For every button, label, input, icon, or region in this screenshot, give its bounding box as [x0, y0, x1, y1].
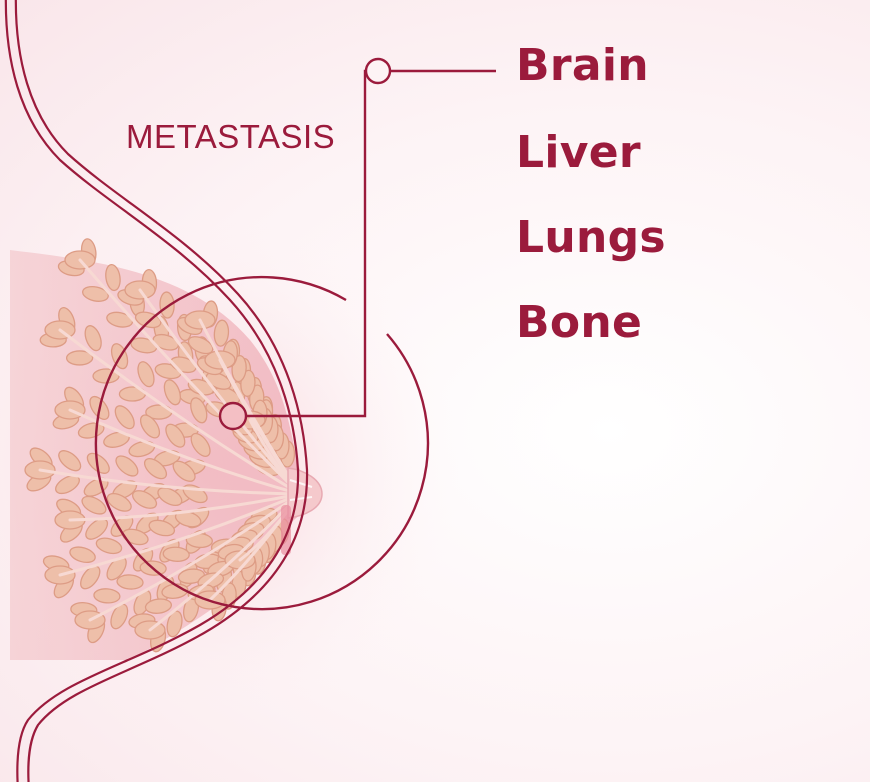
gland-lobule [190, 432, 211, 457]
gland-lobule [81, 495, 107, 515]
gland-lobule [106, 492, 132, 512]
gland-lobule [190, 397, 208, 424]
gland-lobule [93, 588, 121, 604]
gland-lobule [114, 405, 135, 430]
gland-lobule [143, 458, 168, 480]
gland-lobule [105, 263, 121, 292]
gland-lobule [187, 336, 214, 355]
gland-lobule [144, 598, 173, 614]
gland-lobule [85, 518, 109, 540]
gland-lobule [157, 487, 183, 507]
gland-lobule [139, 414, 161, 439]
body-contour [4, 0, 300, 782]
gland-lobule [163, 379, 182, 406]
nipple [287, 467, 323, 519]
gland-lobule [152, 333, 180, 351]
gland-lobule [80, 565, 101, 590]
connector-line [246, 69, 496, 418]
gland-lobule [65, 350, 94, 366]
site-bone: Bone [516, 297, 643, 348]
gland-lobule [84, 325, 102, 352]
gland-lobule [106, 311, 134, 328]
gland-lobule [172, 460, 196, 482]
connector-end-ring [364, 57, 392, 85]
tumor-marker [218, 401, 248, 431]
site-brain: Brain [516, 40, 649, 91]
gland-lobule [159, 291, 175, 319]
gland-lobule [82, 285, 109, 302]
gland-lobule [55, 475, 80, 495]
magnifier-circle [94, 275, 430, 611]
metastasis-heading: METASTASIS [126, 118, 336, 155]
gland-lobule [58, 450, 82, 472]
gland-lobule [69, 546, 96, 564]
gland-lobule [137, 361, 155, 388]
gland-lobule [132, 490, 158, 509]
gland-lobule [177, 568, 206, 585]
gland-lobule [95, 537, 123, 555]
gland-lobule [165, 423, 186, 448]
gland-lobule [166, 610, 183, 638]
gland-lobule [86, 452, 110, 474]
gland-lobule [116, 574, 144, 590]
body-contour-inner [14, 0, 309, 782]
milk-ducts [38, 258, 302, 632]
site-lungs: Lungs [516, 212, 666, 263]
nipple-highlight [289, 479, 313, 501]
gland-lobule [115, 455, 139, 477]
site-liver: Liver [516, 127, 641, 178]
gland-lobule [110, 603, 129, 630]
gland-lobule [213, 319, 230, 347]
gland-lobule [162, 546, 190, 562]
gland-lobule [148, 519, 176, 537]
